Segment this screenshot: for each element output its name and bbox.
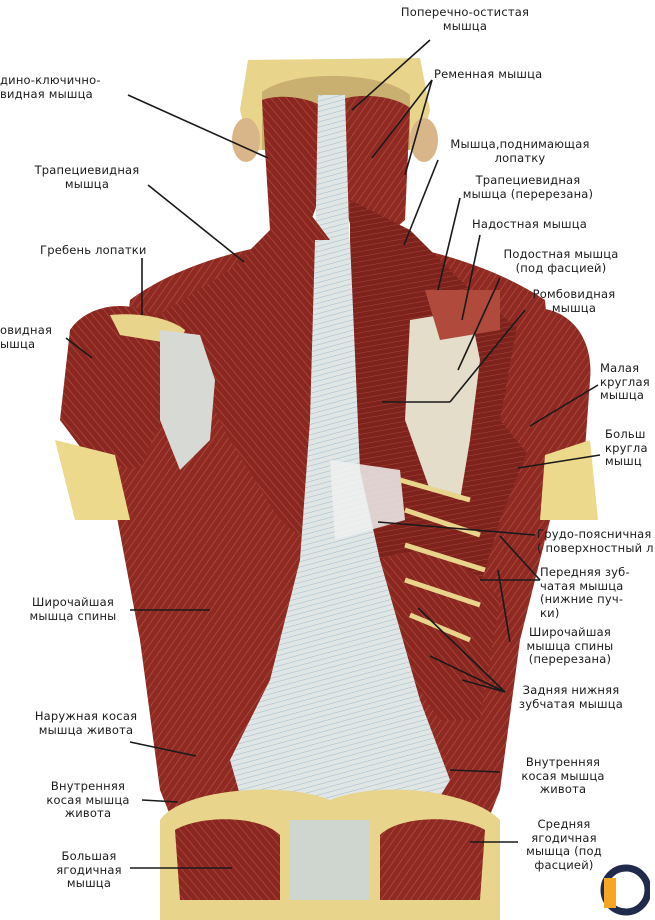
- leader-levator-scapulae: [403, 159, 439, 246]
- label-gluteus-medius: Средняя ягодичная мышца (под фасцией): [526, 817, 602, 872]
- leader-internal-oblique-right: [449, 769, 501, 773]
- scapula: [160, 290, 500, 500]
- thoracolumbar-fascia: [230, 240, 450, 830]
- label-teres-minor: Малая круглая мышца: [600, 361, 650, 402]
- leader-teres-minor: [529, 384, 599, 427]
- leader-deltoid: [65, 337, 93, 359]
- leader-serratus-posterior-3: [461, 679, 506, 693]
- label-latissimus: Широчайшая мышца спины: [29, 595, 117, 623]
- label-latissimus-cut: Широчайшая мышца спины (перерезана): [526, 625, 614, 666]
- leader-splenius-2: [404, 79, 433, 176]
- label-serratus-anterior: Передняя зуб- чатая мышца (нижние пуч- к…: [540, 565, 630, 620]
- label-external-oblique: Наружная косая мышца живота: [34, 709, 138, 737]
- label-trapezius-cut: Трапециевидная мышца (перерезана): [462, 173, 594, 201]
- leader-trapezius-cut: [437, 197, 461, 291]
- label-serratus-posterior-inferior: Задняя нижняя зубчатая мышца: [518, 683, 624, 711]
- label-supraspinatus: Надостная мышца: [472, 217, 587, 231]
- label-deltoid: овидная ышца: [0, 323, 53, 351]
- leader-supraspinatus: [461, 234, 481, 321]
- label-internal-oblique-left: Внутренняя косая мышца живота: [46, 779, 130, 820]
- label-sternocleidomastoid: дино-ключично- видная мышца: [0, 73, 101, 101]
- label-internal-oblique-right: Внутренняя косая мышца живота: [521, 755, 605, 796]
- label-teres-major: Больш кругла мышц: [605, 427, 648, 468]
- label-thoracolumbar-fascia: Грудо-поясничная ( поверхностный л: [537, 527, 654, 555]
- leader-infraspinatus: [457, 277, 501, 371]
- gluteal-region: [160, 789, 500, 920]
- leader-transversospinalis: [351, 39, 431, 111]
- leader-teres-major: [517, 454, 601, 469]
- leader-latissimus-cut: [497, 569, 511, 643]
- label-levator-scapulae: Мышца,поднимающая лопатку: [450, 137, 590, 165]
- leader-trapezius: [147, 184, 245, 263]
- leader-splenius-1: [371, 79, 433, 159]
- label-infraspinatus: Подостная мышца (под фасцией): [503, 247, 619, 275]
- leader-sternocleidomastoid: [127, 94, 269, 159]
- leader-internal-oblique-left: [141, 799, 179, 803]
- shoulders: [55, 306, 598, 520]
- brand-logo-icon: [600, 864, 650, 916]
- leader-rhomboid: [449, 309, 526, 403]
- leader-serratus-posterior-2: [429, 655, 506, 693]
- leader-thoracolumbar: [377, 521, 536, 536]
- label-rhomboid: Ромбовидная мышца: [532, 287, 616, 315]
- label-splenius: Ременная мышца: [434, 67, 543, 81]
- leader-lines: [65, 39, 601, 869]
- label-gluteus-maximus: Большая ягодичная мышца: [56, 849, 122, 890]
- ribs: [399, 477, 486, 643]
- label-trapezius: Трапециевидная мышца: [34, 163, 140, 191]
- label-transversospinalis: Поперечно-остистая мышца: [400, 5, 530, 33]
- leader-external-oblique: [129, 741, 197, 757]
- leader-serratus-posterior-1: [417, 607, 506, 693]
- label-scapular-spine: Гребень лопатки: [40, 243, 147, 257]
- leader-serratus-anterior: [499, 535, 541, 581]
